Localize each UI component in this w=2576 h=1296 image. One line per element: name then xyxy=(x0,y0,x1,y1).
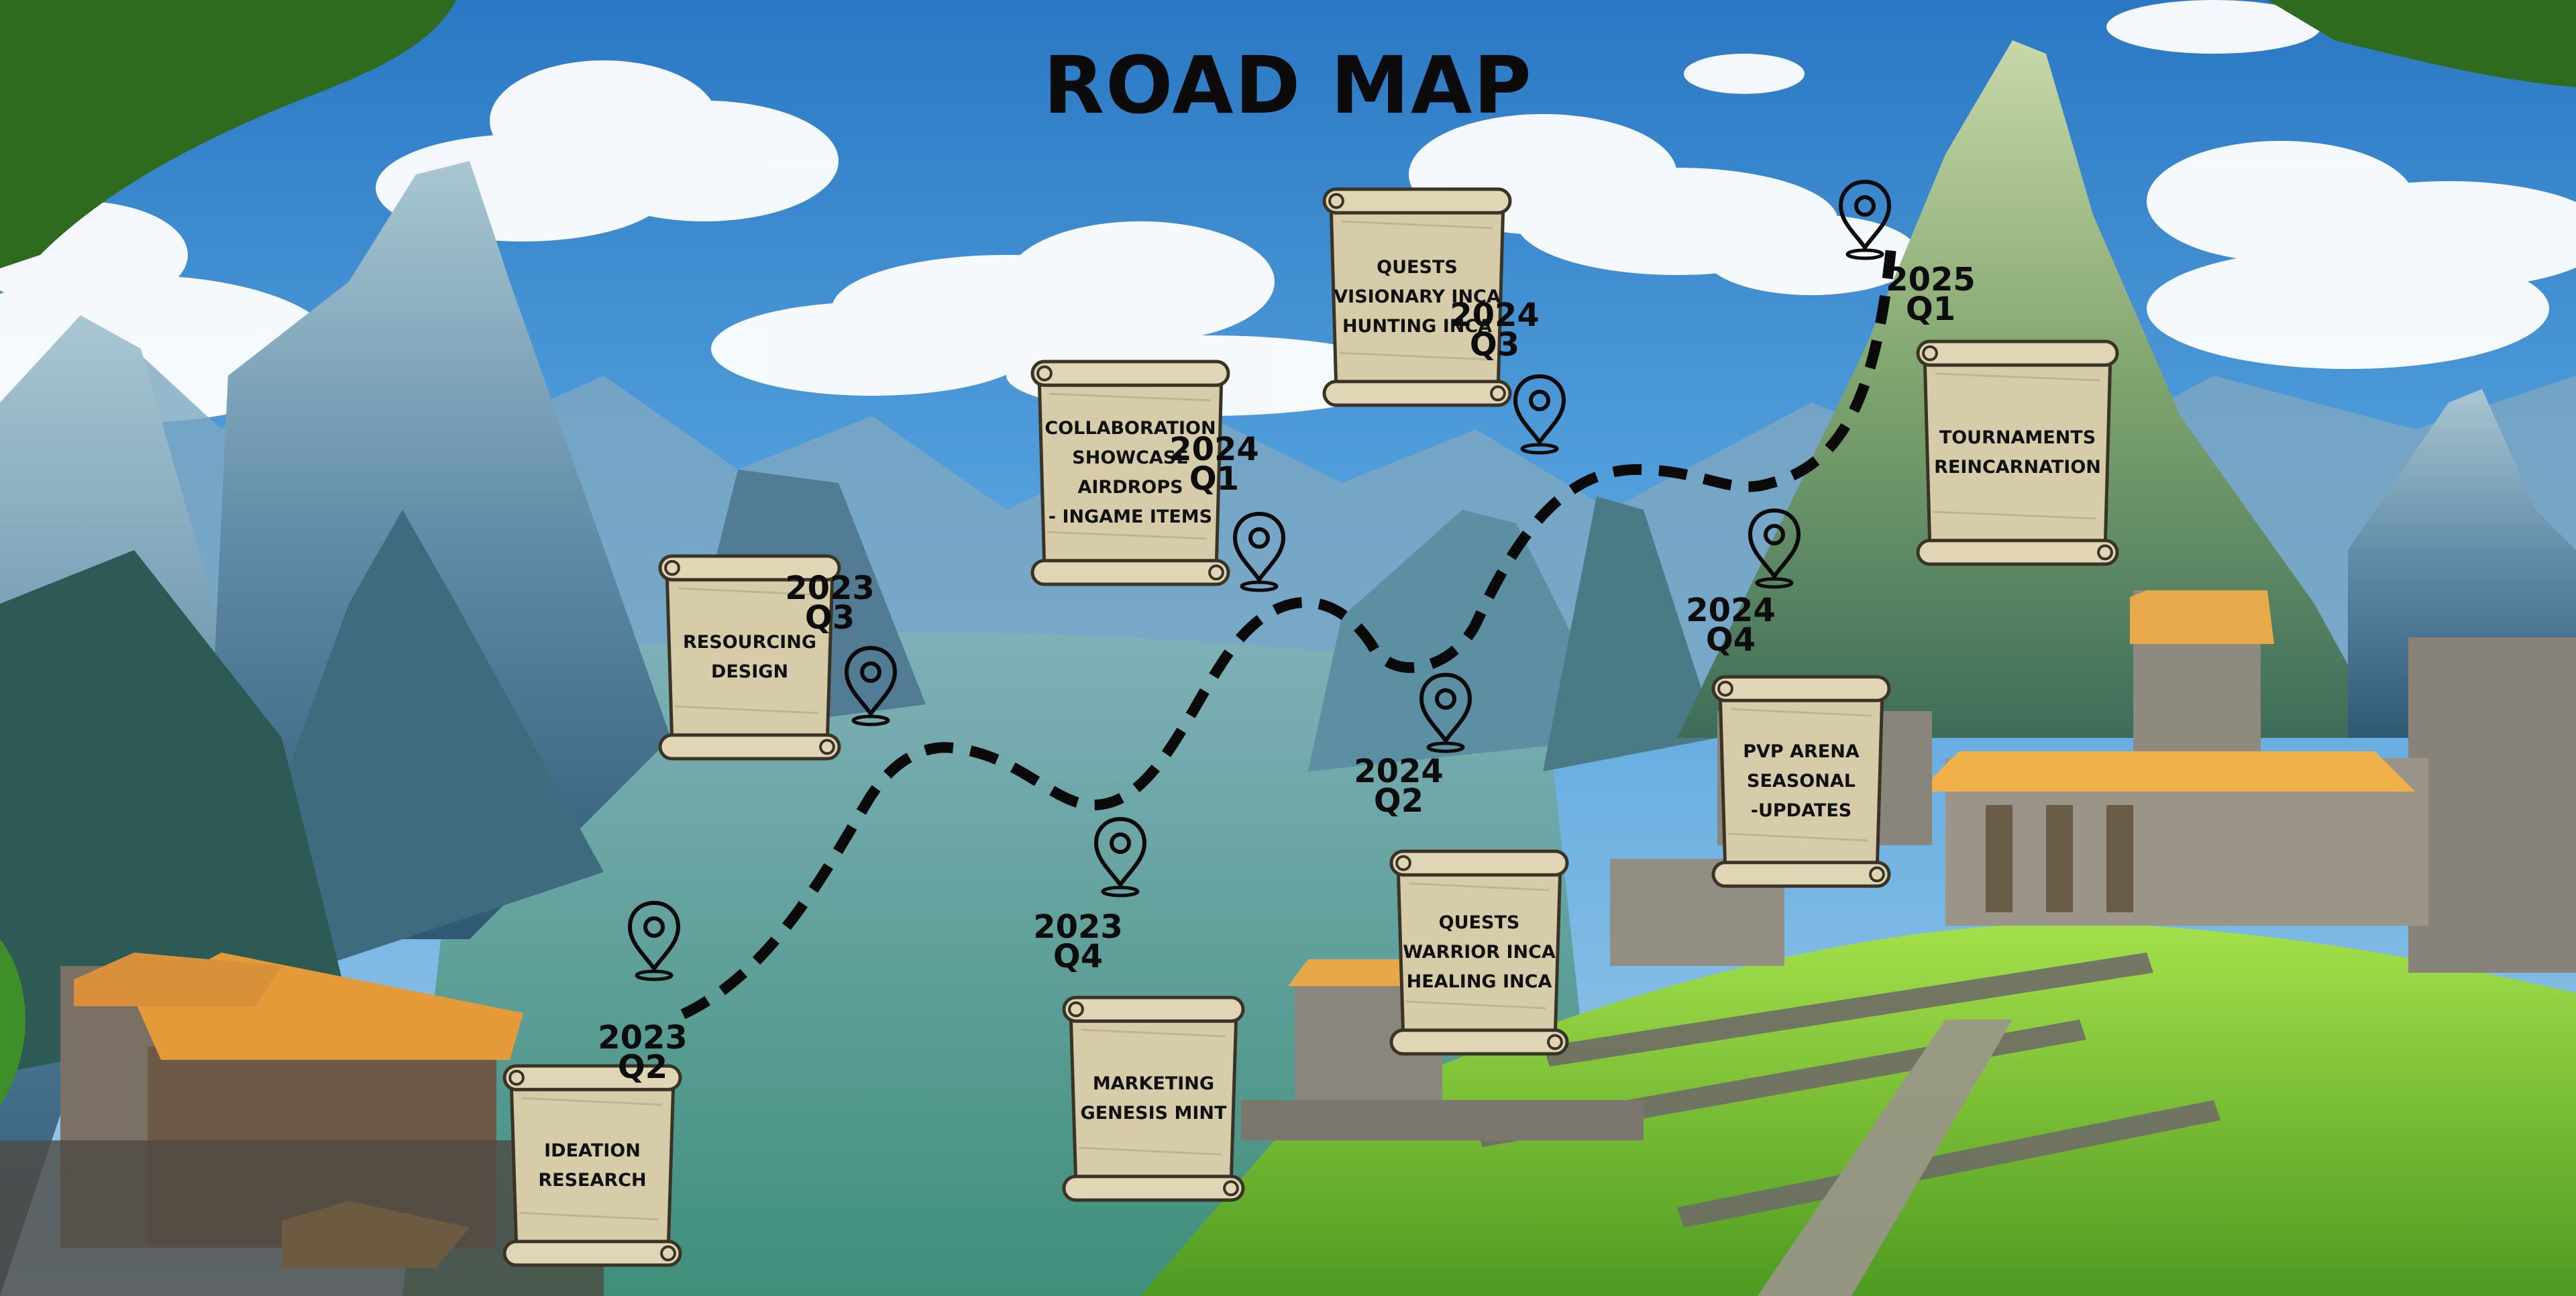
milestone-scroll: COLLABORATION SHOWCASE AIRDROPS - INGAME IT… xyxy=(1030,359,1231,587)
milestone-item: DESIGN xyxy=(710,661,789,682)
milestone-quarter: Q4 xyxy=(1705,621,1756,659)
milestone-scroll: MARKETING GENESIS MINT xyxy=(1061,995,1246,1203)
milestone-quarter: Q2 xyxy=(617,1048,668,1086)
milestone-item: TOURNAMENTS xyxy=(1939,427,2096,448)
milestone-year: 2023 xyxy=(785,570,875,607)
hut-left xyxy=(0,953,604,1296)
milestone-quarter: Q1 xyxy=(1905,290,1956,328)
map-pin-icon xyxy=(1094,817,1146,898)
milestone-item: REINCARNATION xyxy=(1934,457,2101,478)
milestone-items: MARKETING GENESIS MINT xyxy=(1061,995,1246,1203)
milestone-year: 2024 xyxy=(1169,431,1259,468)
milestone-items: PVP ARENA SEASONAL -UPDATES xyxy=(1711,674,1892,889)
parchment-scroll-shape xyxy=(658,554,841,761)
dashed-route xyxy=(680,241,1897,1020)
milestone-item: QUESTS xyxy=(1377,257,1458,278)
parchment-scroll-shape xyxy=(1711,675,1891,888)
milestone-quarter: Q1 xyxy=(1189,460,1240,498)
map-pin-icon xyxy=(1748,508,1801,589)
milestone-item: SHOWCASE xyxy=(1072,447,1189,468)
milestone-year: 2024 xyxy=(1686,592,1776,629)
parchment-scroll-shape xyxy=(1916,339,2119,566)
milestone-scroll: IDEATION RESEARCH xyxy=(502,1063,683,1268)
parchment-scroll-shape xyxy=(502,1064,682,1267)
parchment-scroll-shape xyxy=(1030,360,1230,586)
location-pin xyxy=(843,644,899,727)
milestone-item: MARKETING xyxy=(1092,1073,1215,1094)
center-spire xyxy=(1543,496,1717,771)
milestone-item: HUNTING INCA xyxy=(1342,316,1493,337)
milestone-year: 2024 xyxy=(1450,296,1540,334)
milestone-quarter: Q3 xyxy=(1469,326,1520,364)
milestone-items: QUESTS VISIONARY INCA HUNTING INCA xyxy=(1322,186,1513,408)
parchment-scroll-shape xyxy=(1062,995,1245,1202)
location-pin xyxy=(1417,671,1474,754)
location-pin xyxy=(1092,815,1148,898)
milestone-year: 2023 xyxy=(598,1019,688,1057)
milestone-item: PVP ARENA xyxy=(1743,741,1860,762)
milestone-item: -UPDATES xyxy=(1750,800,1852,821)
milestone-year: 2025 xyxy=(1886,261,1976,299)
milestone-quarter: Q4 xyxy=(1053,938,1104,975)
map-pin-icon xyxy=(628,901,680,981)
location-pin xyxy=(1837,178,1893,261)
page-title: ROAD MAP xyxy=(1043,39,1533,131)
milestone-scroll: PVP ARENA SEASONAL -UPDATES xyxy=(1711,674,1892,889)
milestone-quarter: Q2 xyxy=(1373,782,1424,820)
milestone-items: COLLABORATION SHOWCASE AIRDROPS - INGAME IT… xyxy=(1030,359,1231,587)
milestone-item: GENESIS MINT xyxy=(1080,1103,1227,1124)
milestone-scroll: QUESTS VISIONARY INCA HUNTING INCA xyxy=(1322,186,1513,408)
milestone-item: SEASONAL xyxy=(1747,771,1856,792)
parchment-scroll-shape xyxy=(1322,187,1512,407)
milestone-scroll: TOURNAMENTS REINCARNATION xyxy=(1915,339,2120,567)
location-pin xyxy=(1746,506,1803,590)
location-pin xyxy=(1231,510,1287,593)
milestone-item: RESEARCH xyxy=(538,1169,647,1191)
milestone-item: WARRIOR INCA xyxy=(1403,942,1556,963)
milestone-item: - INGAME ITEMS xyxy=(1048,506,1213,527)
milestone-items: TOURNAMENTS REINCARNATION xyxy=(1915,339,2120,567)
ruins-center xyxy=(1241,959,1644,1140)
parchment-scroll-shape xyxy=(1389,849,1569,1056)
milestone-year: 2024 xyxy=(1354,753,1444,790)
milestone-year: 2023 xyxy=(1033,908,1123,946)
milestone-items: QUESTS WARRIOR INCA HEALING INCA xyxy=(1389,849,1570,1057)
milestone-scroll: RESOURCING DESIGN xyxy=(657,553,842,761)
center-peak xyxy=(1308,510,1623,771)
grass-terraces xyxy=(1140,923,2576,1296)
left-slope xyxy=(0,550,349,1073)
milestone-item: HEALING INCA xyxy=(1406,971,1552,992)
map-pin-icon xyxy=(1839,180,1891,260)
milestone-item: AIRDROPS xyxy=(1077,477,1183,498)
milestone-item: QUESTS xyxy=(1438,912,1520,933)
milestone-item: COLLABORATION xyxy=(1044,418,1216,439)
milestone-item: RESOURCING xyxy=(683,632,816,653)
milestone-items: IDEATION RESEARCH xyxy=(502,1063,683,1268)
map-pin-icon xyxy=(845,646,897,726)
milestone-item: VISIONARY INCA xyxy=(1334,286,1501,307)
tree-foliage xyxy=(0,0,2576,1107)
location-pin xyxy=(626,899,682,982)
milestone-scroll: QUESTS WARRIOR INCA HEALING INCA xyxy=(1389,849,1570,1057)
map-pin-icon xyxy=(1233,512,1285,592)
map-pin-icon xyxy=(1513,374,1566,455)
location-pin xyxy=(1511,372,1568,455)
milestone-item: IDEATION xyxy=(544,1140,641,1161)
map-pin-icon xyxy=(1419,673,1472,753)
milestone-items: RESOURCING DESIGN xyxy=(657,553,842,761)
milestone-quarter: Q3 xyxy=(804,599,855,637)
